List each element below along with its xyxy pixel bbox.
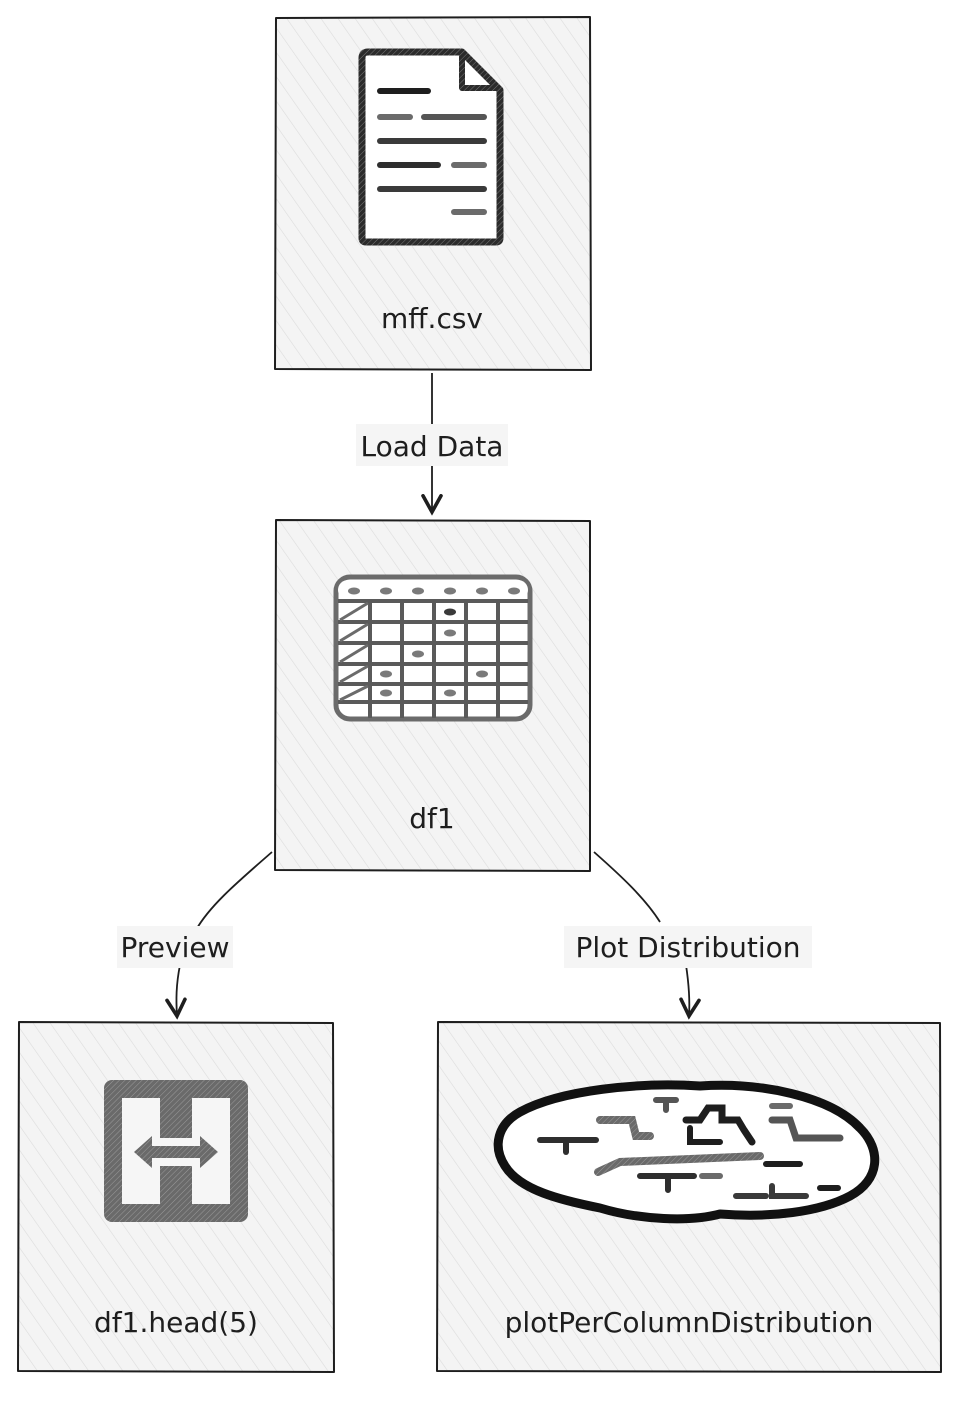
node-preview-label: df1.head(5) [94, 1306, 258, 1339]
node-preview: df1.head(5) [17, 1021, 335, 1373]
edge-preview-line-upper [195, 851, 273, 931]
node-dataframe: df1 [274, 519, 591, 872]
edge-plot-line-lower [686, 964, 689, 1016]
edge-preview-label-bg [117, 926, 233, 968]
edge-load-data-label: Load Data [361, 430, 504, 463]
node-source-file: mff.csv [274, 16, 592, 371]
node-dataframe-label: df1 [409, 802, 454, 835]
edge-plot-label: Plot Distribution [575, 931, 800, 964]
edge-load-data-label-bg [356, 424, 508, 466]
edge-plot-distribution: Plot Distribution [564, 851, 812, 1016]
edge-preview-line-lower [176, 964, 180, 1016]
node-distribution: plotPerColumnDistribution [436, 1021, 942, 1373]
edge-preview: Preview [117, 851, 273, 1016]
expand-horizontal-icon [104, 1080, 248, 1222]
edge-load-data: Load Data [356, 373, 508, 512]
node-distribution-label: plotPerColumnDistribution [505, 1306, 874, 1339]
edge-plot-line-upper [593, 851, 661, 923]
brain-icon [493, 1080, 880, 1224]
edge-plot-label-bg [564, 926, 812, 968]
edge-preview-label: Preview [121, 931, 230, 964]
document-icon [358, 48, 504, 246]
table-icon [333, 574, 533, 722]
node-source-file-label: mff.csv [381, 302, 483, 335]
